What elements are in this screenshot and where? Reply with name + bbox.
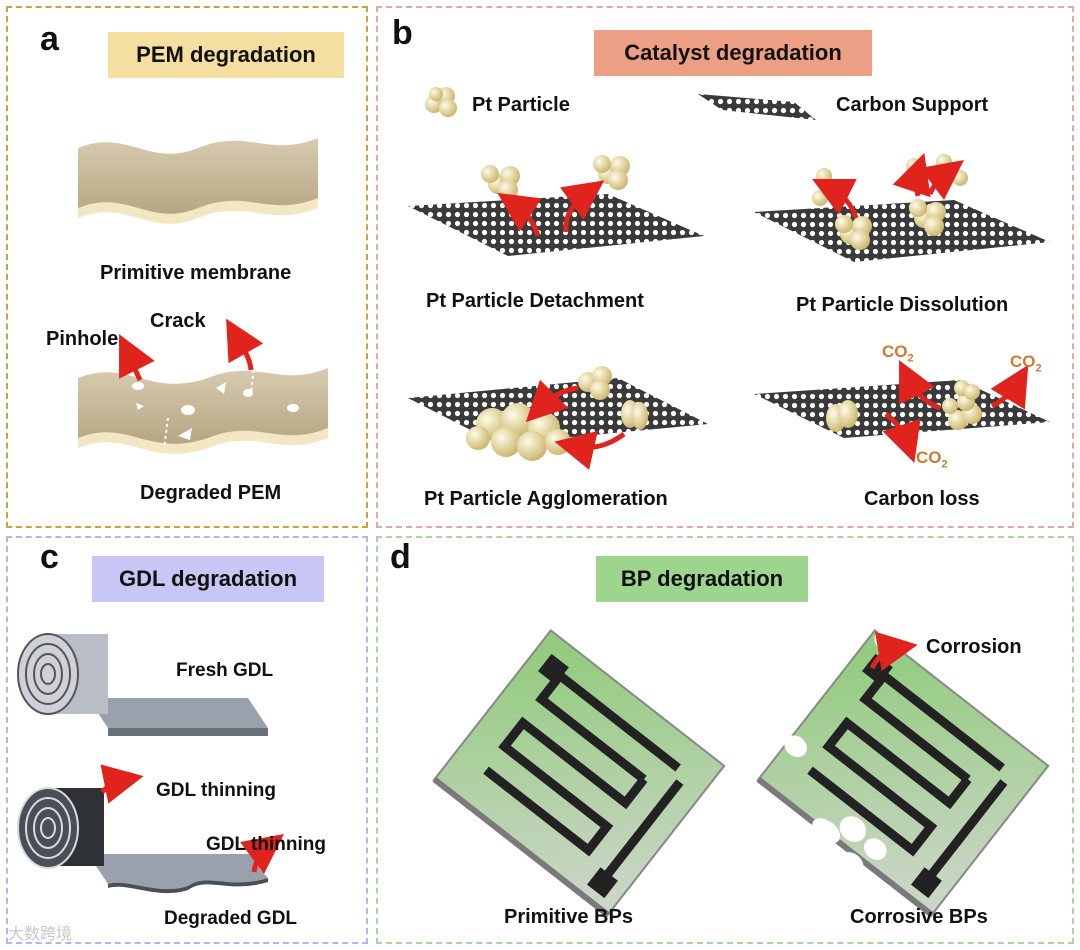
panel-letter-b: b [392, 14, 413, 52]
carbon-loss-illustration [754, 360, 1050, 463]
panel-b-catalyst-degradation: b Catalyst degradation Pt Particle Carbo… [376, 6, 1074, 528]
gdl-thinning-label-1: GDL thinning [156, 780, 276, 801]
pinhole-label: Pinhole [46, 328, 119, 350]
corrosive-bp-illustration [756, 629, 1050, 918]
fresh-gdl-label: Fresh GDL [176, 660, 274, 681]
panel-d-bp-degradation: d BP degradation Primitive BPs [376, 536, 1074, 944]
panel-c-gdl-degradation: c GDL degradation Fresh GDL GDL thinning… [6, 536, 368, 944]
panel-letter-d: d [390, 538, 411, 576]
primitive-membrane-label: Primitive membrane [100, 262, 292, 284]
crack-label: Crack [150, 310, 206, 332]
carbon-support-legend-icon [698, 94, 816, 120]
carbon-support-legend-label: Carbon Support [836, 94, 989, 116]
primitive-bps-label: Primitive BPs [504, 906, 633, 928]
panel-letter-a: a [40, 20, 59, 58]
co2-label-top-right: CO2 [1010, 352, 1042, 375]
pt-dissolution-illustration [754, 153, 1050, 262]
degraded-pem-label: Degraded PEM [140, 482, 282, 504]
pt-agglomeration-label: Pt Particle Agglomeration [424, 488, 668, 510]
panel-b-title: Catalyst degradation [594, 30, 872, 76]
primitive-bp-illustration [432, 629, 726, 918]
co2-label-bottom: CO2 [916, 448, 948, 471]
corrosive-bps-label: Corrosive BPs [850, 906, 988, 928]
pt-particle-legend-icon [425, 87, 457, 117]
pt-detachment-illustration [408, 155, 704, 256]
watermark: 大数跨境 [8, 926, 73, 943]
panel-a-title: PEM degradation [108, 32, 344, 78]
degraded-gdl-illustration [17, 764, 284, 894]
fresh-gdl-illustration [17, 633, 268, 736]
panel-letter-c: c [40, 538, 59, 576]
degraded-gdl-label: Degraded GDL [164, 908, 298, 929]
pt-agglomeration-illustration [408, 366, 708, 470]
corrosion-label: Corrosion [926, 636, 1022, 658]
pt-dissolution-label: Pt Particle Dissolution [796, 294, 1009, 316]
co2-label-top-left: CO2 [882, 342, 914, 365]
panel-d-title: BP degradation [596, 556, 808, 602]
degraded-membrane-illustration [78, 318, 328, 454]
primitive-membrane-illustration [78, 138, 318, 224]
carbon-loss-label: Carbon loss [864, 488, 980, 510]
panel-a-pem-degradation: a PEM degradation Primitive membrane Cra… [6, 6, 368, 528]
pt-particle-legend-label: Pt Particle [472, 94, 570, 116]
pt-detachment-label: Pt Particle Detachment [426, 290, 644, 312]
panel-c-title: GDL degradation [92, 556, 324, 602]
gdl-thinning-label-2: GDL thinning [206, 834, 326, 855]
